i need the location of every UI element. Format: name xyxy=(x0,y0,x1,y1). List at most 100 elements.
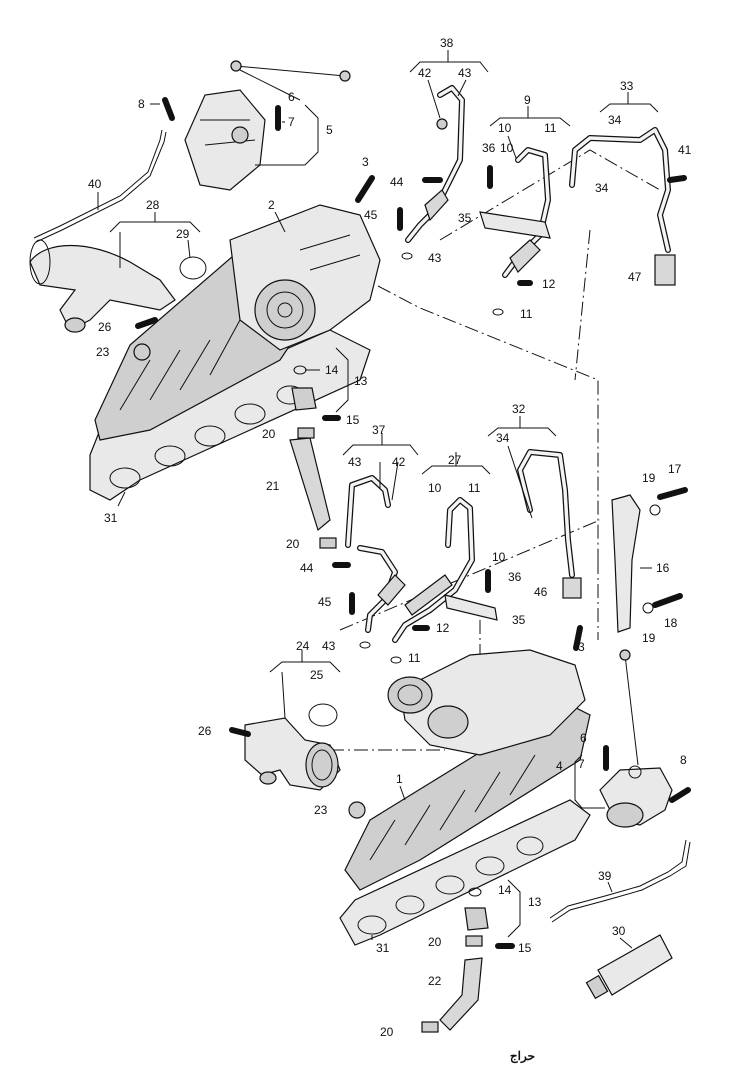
callout-43-mid-a: 43 xyxy=(348,455,362,469)
callout-42-top: 42 xyxy=(418,66,432,80)
seal-14-lower xyxy=(468,887,482,897)
upper-bracket-35 xyxy=(479,211,551,239)
callout-8-top: 8 xyxy=(138,97,145,111)
callout-36-top: 36 xyxy=(482,141,496,155)
callout-9: 9 xyxy=(524,93,531,107)
callout-labels: 38 42 43 9 10 11 33 34 6 7 5 8 36 10 41 … xyxy=(88,36,692,1039)
actuator-rod-bottom xyxy=(624,654,639,766)
callout-41: 41 xyxy=(678,143,692,157)
sealant-tube-30 xyxy=(585,934,673,1000)
callout-11-mid-b: 11 xyxy=(408,651,421,665)
callout-23-top: 23 xyxy=(96,345,110,359)
callout-46: 46 xyxy=(534,585,548,599)
callout-20-d: 20 xyxy=(380,1025,394,1039)
callout-34-top-a: 34 xyxy=(608,113,622,127)
seal-11-top xyxy=(492,308,504,316)
callout-7-bottom: 7 xyxy=(578,757,585,771)
lower-manifold-gasket xyxy=(339,799,591,946)
callout-31-bottom: 31 xyxy=(376,941,390,955)
nut-23-top xyxy=(133,343,151,361)
callout-11-mid: 11 xyxy=(468,481,481,495)
middle-oil-return-line-27 xyxy=(392,497,475,643)
washer-19-b xyxy=(642,602,654,614)
callout-3-bottom: 3 xyxy=(578,640,585,654)
callout-34-top-b: 34 xyxy=(595,181,609,195)
callout-25: 25 xyxy=(310,668,324,682)
bolt-41 xyxy=(667,175,687,183)
callout-39: 39 xyxy=(598,869,612,883)
callout-42-mid: 42 xyxy=(392,455,406,469)
callout-7-top: 7 xyxy=(288,115,295,129)
callout-44-top: 44 xyxy=(390,175,404,189)
callout-22: 22 xyxy=(428,974,442,988)
callout-10-mid: 10 xyxy=(428,481,442,495)
middle-coolant-line-32 xyxy=(517,449,582,599)
callout-17: 17 xyxy=(668,462,682,476)
hose-22 xyxy=(439,957,483,1031)
callout-26-bottom: 26 xyxy=(198,724,212,738)
callout-10-mid-b: 10 xyxy=(492,550,506,564)
callout-19-b: 19 xyxy=(642,631,656,645)
callout-40: 40 xyxy=(88,177,102,191)
leader-lines xyxy=(97,50,659,949)
callout-43-top-b: 43 xyxy=(428,251,442,265)
callout-16: 16 xyxy=(656,561,670,575)
banjo-fitting-upper xyxy=(291,387,317,411)
callout-33: 33 xyxy=(620,79,634,93)
bolt-8-bottom xyxy=(669,787,691,803)
callout-38: 38 xyxy=(440,36,454,50)
callout-4: 4 xyxy=(556,759,563,773)
callout-35-top: 35 xyxy=(458,211,472,225)
callout-13-bottom: 13 xyxy=(528,895,542,909)
bolt-8-top xyxy=(162,97,175,121)
callout-14-bottom: 14 xyxy=(498,883,512,897)
vacuum-line-40 xyxy=(33,129,163,239)
actuator-rod-top xyxy=(235,65,346,77)
clamp-20-a xyxy=(297,427,315,439)
washer-19-a xyxy=(649,504,661,516)
callout-20-b: 20 xyxy=(286,537,300,551)
callout-26-top: 26 xyxy=(98,320,112,334)
clamp-20-c xyxy=(465,935,483,947)
stud-3-top xyxy=(355,175,375,203)
bolt-17 xyxy=(657,487,688,500)
callout-34-mid: 34 xyxy=(496,431,510,445)
callout-36-mid: 36 xyxy=(508,570,522,584)
upper-intake-pipe xyxy=(29,239,176,333)
lower-o-ring xyxy=(308,703,338,727)
callout-32: 32 xyxy=(512,402,526,416)
callout-43-top-a: 43 xyxy=(458,66,472,80)
callout-11-top-b: 11 xyxy=(520,307,533,321)
callout-23-bottom: 23 xyxy=(314,803,328,817)
lower-exhaust-manifold xyxy=(344,699,591,891)
callout-18: 18 xyxy=(664,616,678,630)
callout-15-bottom: 15 xyxy=(518,941,532,955)
lower-turbocharger xyxy=(387,649,586,756)
callout-43-mid-b: 43 xyxy=(322,639,336,653)
upper-wastegate-actuator xyxy=(184,89,266,191)
callout-21: 21 xyxy=(266,479,280,493)
callout-8-bottom: 8 xyxy=(680,753,687,767)
hose-21 xyxy=(289,437,331,532)
callout-12-top: 12 xyxy=(542,277,556,291)
callout-20-c: 20 xyxy=(428,935,442,949)
callout-10-top: 10 xyxy=(498,121,512,135)
callout-3-top: 3 xyxy=(362,155,369,169)
callout-28: 28 xyxy=(146,198,160,212)
middle-bracket-35 xyxy=(444,594,498,621)
callout-31-top: 31 xyxy=(104,511,118,525)
callout-47: 47 xyxy=(628,270,642,284)
callout-15-top: 15 xyxy=(346,413,360,427)
seal-43-top xyxy=(401,252,413,260)
callout-11-top: 11 xyxy=(544,121,557,135)
middle-oil-line-37 xyxy=(345,475,406,633)
callout-37: 37 xyxy=(372,423,386,437)
bolt-26-top xyxy=(135,317,158,329)
callout-24: 24 xyxy=(296,639,310,653)
callout-5: 5 xyxy=(326,123,333,137)
callout-2: 2 xyxy=(268,198,275,212)
callout-35-mid: 35 xyxy=(512,613,526,627)
bolt-18 xyxy=(652,593,683,608)
callout-13-top: 13 xyxy=(354,374,368,388)
